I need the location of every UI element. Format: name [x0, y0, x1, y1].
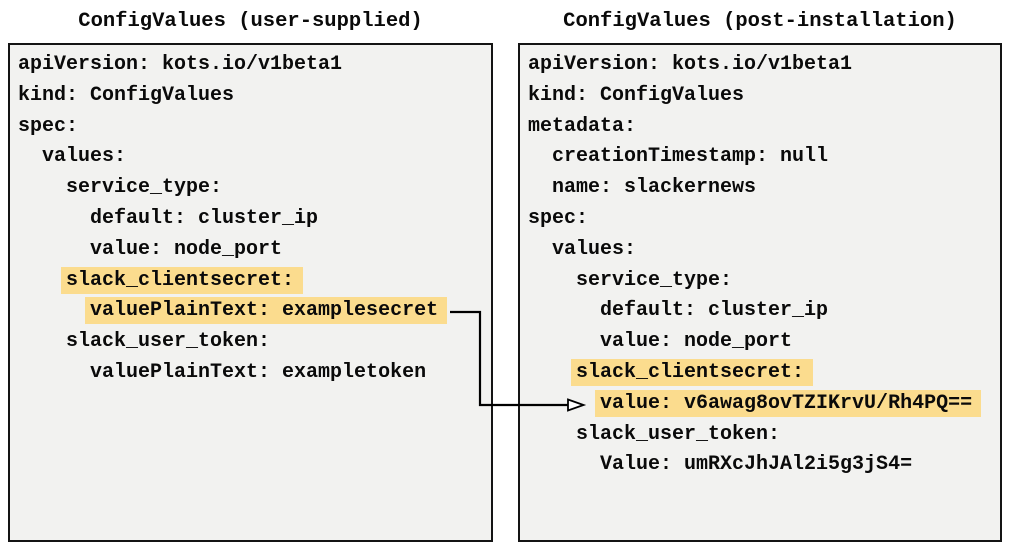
code-text: apiVersion: kots.io/v1beta1: [18, 53, 343, 76]
code-text: slack_user_token:: [576, 422, 781, 446]
code-text: default: cluster_ip: [600, 299, 829, 323]
left-code-block: apiVersion: kots.io/v1beta1 kind: ConfigV…: [10, 45, 491, 394]
code-text: default: cluster_ip: [90, 206, 319, 230]
highlighted-code-text: value: v6awag8ovTZIKrvU/Rh4PQ==: [595, 389, 982, 417]
code-line: slack_clientsecret:: [528, 358, 992, 389]
code-line: valuePlainText: examplesecret: [18, 296, 483, 327]
left-panel-title: ConfigValues (user-supplied): [78, 10, 423, 33]
code-text: spec:: [528, 206, 589, 230]
code-line: kind: ConfigValues: [18, 81, 483, 112]
code-text: value: node_port: [90, 237, 283, 261]
code-text: slack_user_token:: [66, 330, 271, 354]
code-line: creationTimestamp: null: [528, 142, 992, 173]
code-text: creationTimestamp: null: [552, 145, 829, 169]
right-code-block: apiVersion: kots.io/v1beta1 kind: ConfigV…: [520, 45, 1000, 486]
code-text: metadata:: [528, 114, 637, 138]
code-line: metadata:: [528, 112, 992, 143]
code-line: default: cluster_ip: [18, 204, 483, 235]
code-line: kind: ConfigValues: [528, 81, 992, 112]
code-line: apiVersion: kots.io/v1beta1: [18, 50, 483, 81]
code-line: spec:: [18, 112, 483, 143]
code-text: name: slackernews: [552, 176, 757, 200]
code-text: apiVersion: kots.io/v1beta1: [528, 53, 853, 76]
code-line: values:: [18, 142, 483, 173]
code-line: slack_clientsecret:: [18, 266, 483, 297]
code-text: valuePlainText: exampletoken: [90, 360, 427, 384]
code-text: values:: [552, 237, 637, 261]
code-text: service_type:: [66, 176, 223, 200]
highlighted-code-text: slack_clientsecret:: [61, 266, 304, 294]
right-panel-title: ConfigValues (post-installation): [563, 10, 957, 33]
code-line: value: v6awag8ovTZIKrvU/Rh4PQ==: [528, 389, 992, 420]
code-text: kind: ConfigValues: [18, 83, 235, 107]
highlighted-code-text: slack_clientsecret:: [571, 358, 814, 386]
code-line: values:: [528, 235, 992, 266]
code-line: Value: umRXcJhJAl2i5g3jS4=: [528, 450, 992, 481]
code-line: service_type:: [528, 266, 992, 297]
code-text: kind: ConfigValues: [528, 83, 745, 107]
code-line: service_type:: [18, 173, 483, 204]
left-panel: apiVersion: kots.io/v1beta1 kind: ConfigV…: [8, 43, 493, 542]
code-text: Value: umRXcJhJAl2i5g3jS4=: [600, 453, 913, 477]
code-text: service_type:: [576, 268, 733, 292]
code-text: value: node_port: [600, 330, 793, 354]
code-text: values:: [42, 145, 127, 169]
code-text: spec:: [18, 114, 79, 138]
code-line: name: slackernews: [528, 173, 992, 204]
code-line: default: cluster_ip: [528, 296, 992, 327]
code-line: value: node_port: [528, 327, 992, 358]
right-panel: apiVersion: kots.io/v1beta1 kind: ConfigV…: [518, 43, 1002, 542]
highlighted-code-text: valuePlainText: examplesecret: [85, 297, 448, 325]
code-line: slack_user_token:: [18, 327, 483, 358]
code-line: valuePlainText: exampletoken: [18, 358, 483, 389]
code-line: spec:: [528, 204, 992, 235]
code-line: value: node_port: [18, 235, 483, 266]
code-line: slack_user_token:: [528, 420, 992, 451]
code-line: apiVersion: kots.io/v1beta1: [528, 50, 992, 81]
